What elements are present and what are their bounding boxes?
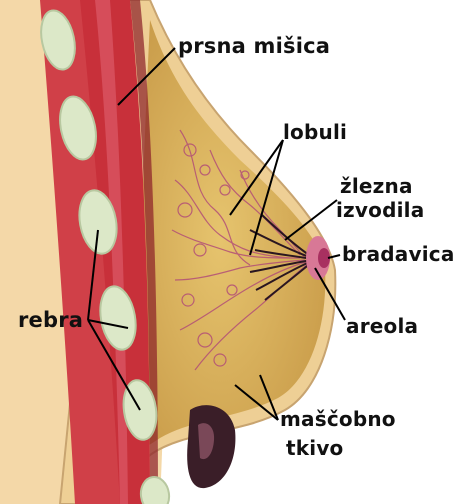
- label-ducts-line2: izvodila: [336, 200, 424, 220]
- label-fat-line2: tkivo: [286, 438, 344, 458]
- label-pectoral-muscle: prsna mišica: [178, 36, 330, 57]
- label-fat-line1: maščobno: [280, 409, 396, 429]
- label-ribs: rebra: [18, 310, 83, 331]
- label-areola: areola: [346, 316, 418, 336]
- label-ducts-line1: žlezna: [340, 176, 413, 196]
- label-nipple: bradavica: [342, 244, 455, 264]
- label-lobules: lobuli: [283, 122, 347, 142]
